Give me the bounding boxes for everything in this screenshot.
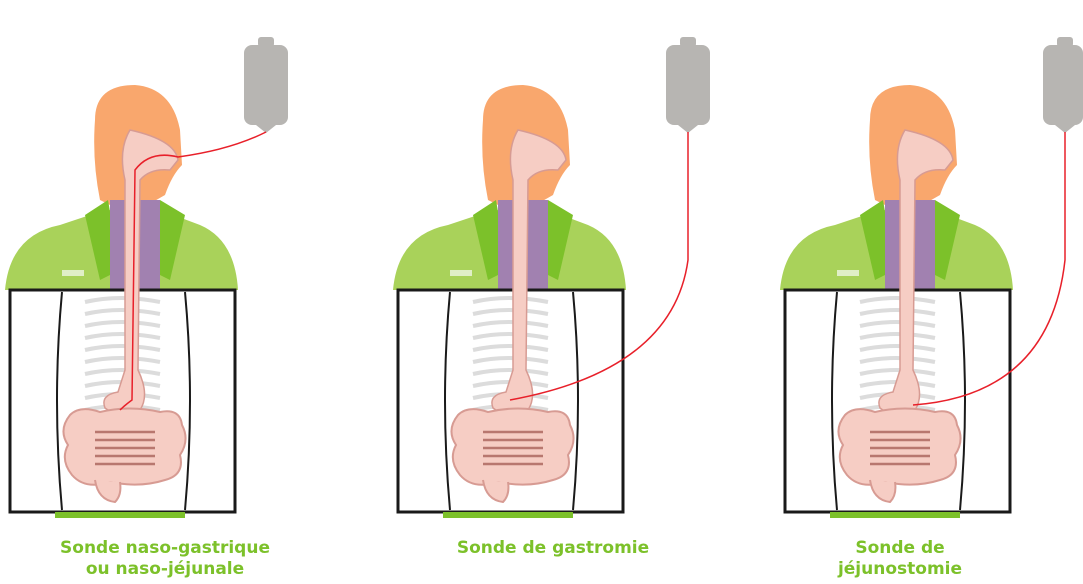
panel-jejunostomy: Sonde de jéjunostomie (775, 0, 1083, 584)
caption-line-2: ou naso-jéjunale (0, 559, 330, 580)
caption-line-2: jéjunostomie (775, 559, 1025, 580)
caption-line-1: Sonde de gastromie (388, 538, 718, 559)
caption-line-1: Sonde naso-gastrique (0, 538, 330, 559)
caption-gastrostomy: Sonde de gastromie (388, 538, 718, 559)
naso-gastric-illustration (0, 0, 361, 584)
feeding-bag-icon (1043, 37, 1083, 133)
caption-line-1: Sonde de (775, 538, 1025, 559)
caption-jejunostomy: Sonde de jéjunostomie (775, 538, 1025, 580)
caption-naso-gastric: Sonde naso-gastrique ou naso-jéjunale (0, 538, 330, 580)
feeding-bag-icon (244, 37, 288, 133)
panel-gastrostomy: Sonde de gastromie (388, 0, 749, 584)
feeding-bag-icon (666, 37, 710, 133)
gastrostomy-illustration (388, 0, 749, 584)
panel-naso-gastric: Sonde naso-gastrique ou naso-jéjunale (0, 0, 361, 584)
jejunostomy-illustration (775, 0, 1083, 584)
